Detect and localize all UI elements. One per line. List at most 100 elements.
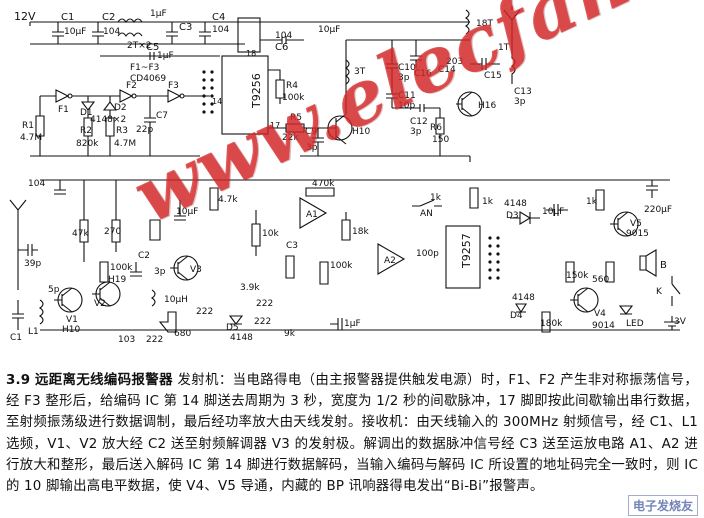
label-3v: 3V [674,317,687,327]
label-l1: L1 [28,327,39,337]
label-c7: C7 [156,111,168,121]
label-v5-val: 9015 [626,229,649,239]
label-r2-val: 820k [76,139,99,149]
label-d5: D5 [226,323,239,333]
label-18k: 18k [352,227,369,237]
label-c3: C3 [179,22,192,33]
label-c11-val: 10p [398,101,415,111]
label-c4-val: 104 [212,25,229,35]
label-9k: 9k [284,329,296,339]
label-r1-val: 4.7M [20,133,42,143]
label-1t: 1T [498,43,510,53]
label-f1-f3: F1~F3 [130,63,159,73]
label-18t: 18T [476,19,493,29]
label-c10: C10 [398,63,416,73]
label-c10-val: 3p [398,73,410,83]
label-1k-a: 1k [482,197,494,207]
label-1uf: 1μF [344,319,361,329]
label-c9-val: 3p [306,143,318,153]
label-r5: R5 [290,113,302,123]
label-r6-val: 150 [432,135,449,145]
label-c11: C11 [398,91,416,101]
label-d5-val: 4148 [230,333,253,343]
label-3t: 3T [354,67,366,77]
label-c6: C6 [275,42,288,53]
label-a2: A2 [384,256,396,266]
label-f2: F2 [126,81,137,91]
label-1k-sw: 1k [430,193,442,203]
label-10uf-b: 10μF [542,207,564,217]
label-10uh: 10μH [164,295,188,305]
label-c10uf: 10μF [318,25,340,35]
label-d2: D2 [114,103,127,113]
label-39p: 39p [24,259,41,269]
label-v1: V1 [66,315,78,325]
label-222-c: 222 [256,299,273,309]
label-3-9k: 3.9k [240,283,260,293]
label-a1: A1 [306,210,318,220]
label-d4: D4 [510,311,523,321]
label-c5-val: 1μF [157,51,174,61]
label-v5: V5 [630,219,642,229]
label-h19: H19 [108,275,126,285]
label-r4: R4 [286,81,298,91]
label-c3-rx: C3 [286,241,298,251]
label-100k-b: 100k [330,261,353,271]
label-2t: 2T×2 [127,41,152,51]
label-12v: 12V [14,10,36,23]
label-pin14: 14 [212,97,222,106]
label-222-b: 222 [196,307,213,317]
label-d4-val: 4148 [512,293,535,303]
label-103: 103 [118,335,135,345]
label-c12-val: 3p [410,127,422,137]
label-r2: R2 [80,126,92,136]
label-5p: 5p [48,285,60,295]
label-r6: R6 [430,123,442,133]
label-c12: C12 [410,117,428,127]
circuit-schematic: 12V C1 10μF C2 104 2T×2 1μF C3 C4 104 C5… [9,6,687,345]
label-c203: 203 [446,57,463,67]
label-470k: 470k [312,179,335,189]
caption-title: 远距离无线编码报警器 [34,373,173,388]
label-104-rx: 104 [28,179,45,189]
label-c4: C4 [212,12,225,23]
label-v2: V2 [94,299,106,309]
label-c22p: 22p [136,125,153,135]
label-3p: 3p [154,267,166,277]
label-47k: 47k [72,229,89,239]
label-c16: C16 [414,69,432,79]
label-c2-val: 104 [103,27,120,37]
label-d1: D1 [80,108,93,118]
label-f3: F3 [168,81,179,91]
label-c6-val: 104 [275,31,292,41]
label-c9: C9 [305,127,317,137]
label-v4-val: 9014 [592,321,615,331]
label-k: K [656,287,663,297]
label-v4: V4 [594,309,606,319]
label-100p: 100p [416,249,439,259]
caption: 3.9 远距离无线编码报警器 发射机：当电路得电（由主报警器提供触发电源）时，F… [6,370,698,497]
label-an: AN [420,209,433,219]
label-d3-val: 4148 [504,199,527,209]
label-h16: H16 [478,101,496,111]
label-v3: V3 [190,265,202,275]
label-h10: H10 [352,127,370,137]
label-c1-rx: C1 [10,333,22,343]
caption-number: 3.9 [6,373,31,388]
label-ic-t9257: T9257 [460,233,473,269]
label-222-d: 222 [254,317,271,327]
label-560: 560 [592,275,609,285]
label-h10-rx: H10 [62,325,80,335]
label-1k-b: 1k [586,197,598,207]
label-150k: 150k [566,271,589,281]
label-680: 680 [174,329,191,339]
label-c13: C13 [514,87,532,97]
label-r4-val: 100k [282,93,305,103]
label-d1-val: 4148×2 [90,115,126,125]
label-c15: C15 [484,71,502,81]
label-c1: C1 [61,12,74,23]
label-r3-val: 4.7M [114,139,136,149]
label-c2: C2 [102,12,115,23]
label-c14: C14 [438,65,456,75]
